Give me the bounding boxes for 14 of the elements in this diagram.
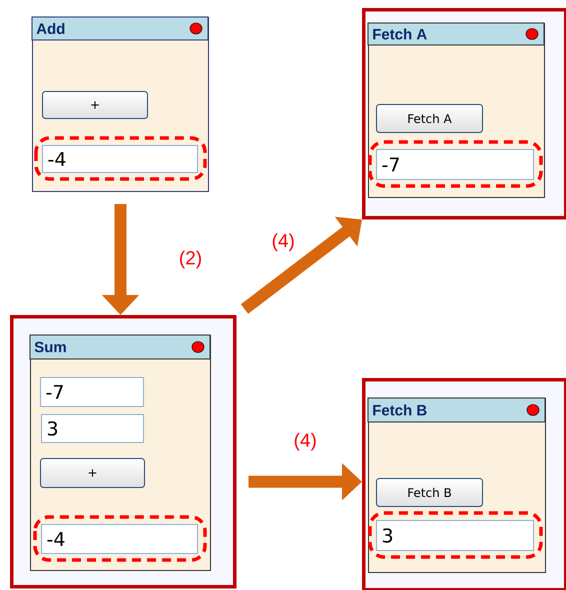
button: Fetch B	[376, 478, 483, 507]
block-arrow	[240, 216, 362, 314]
button: +	[40, 458, 145, 488]
edge-label: (2)	[180, 250, 201, 268]
input-field: 3	[376, 520, 534, 551]
input-field: -7	[40, 377, 144, 407]
input-field: -4	[42, 145, 198, 173]
edge-label: (4)	[294, 432, 316, 451]
input-field: -4	[41, 524, 198, 554]
button: +	[42, 91, 148, 119]
edge-label: (4)	[272, 233, 294, 252]
input-field: 3	[41, 414, 144, 443]
button: Fetch A	[376, 104, 483, 133]
input-field: -7	[376, 149, 534, 180]
